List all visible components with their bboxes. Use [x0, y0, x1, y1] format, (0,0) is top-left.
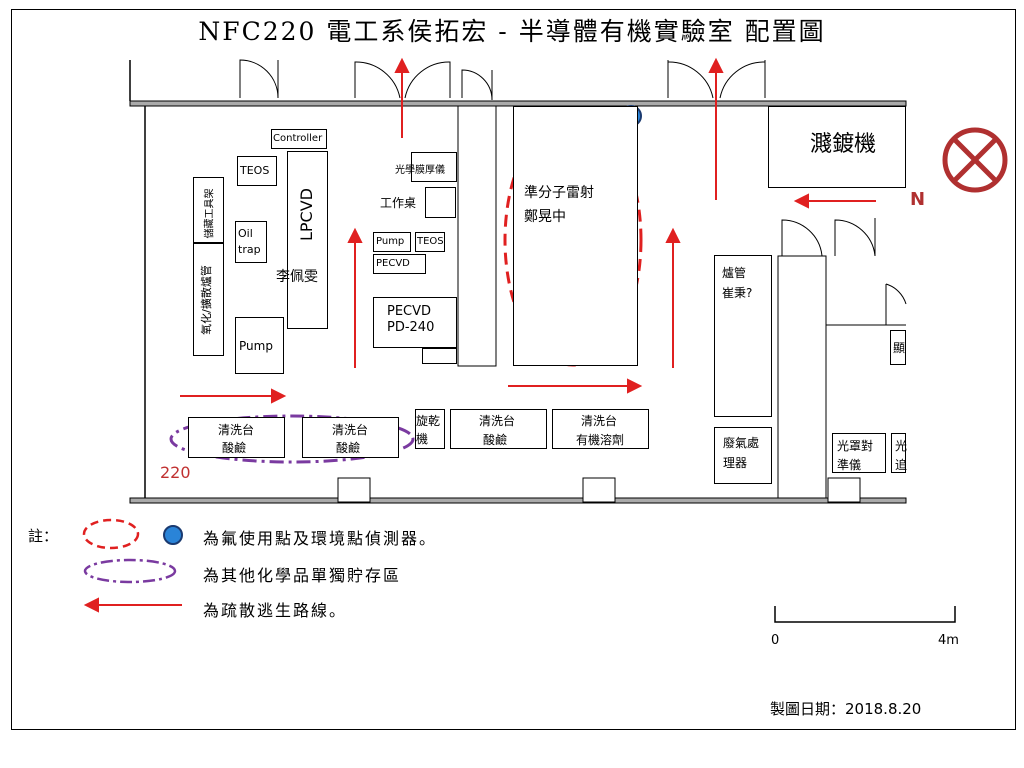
north-label: N — [910, 189, 926, 210]
laser-label-2: 鄭晃中 — [524, 209, 566, 225]
wet-bench-3-label-2: 酸鹼 — [483, 433, 508, 447]
sputter-box — [768, 106, 906, 188]
pecvd-label-1: PECVD — [387, 304, 432, 319]
note-label: 註： — [28, 527, 59, 545]
spin-dryer-label-1: 旋乾 — [416, 414, 441, 428]
room-number: 220 — [160, 463, 191, 482]
teos-left-box — [237, 156, 277, 186]
wet-bench-4-label-1: 清洗台 — [581, 414, 618, 428]
wet-bench-3 — [450, 409, 547, 449]
aligner-box — [832, 433, 886, 473]
furnace-box — [714, 255, 772, 417]
tool-cabinet-box — [193, 177, 224, 243]
edge-box-2 — [890, 330, 906, 365]
pump-left-box — [235, 317, 284, 374]
lpcvd-owner-label: 李佩雯 — [276, 269, 318, 285]
pecvd-small-box — [373, 254, 426, 274]
oil-trap-label-2: trap — [238, 243, 261, 256]
teos-left-label: TEOS — [240, 164, 270, 177]
laser-label-1: 準分子雷射 — [524, 185, 594, 201]
workbench-label: 工作桌 — [380, 196, 417, 210]
photoresist-box — [411, 152, 457, 182]
edge-label-1: 光 — [895, 439, 908, 453]
lpcvd-box — [287, 151, 328, 329]
scale-start: 0 — [771, 633, 780, 648]
lpcvd-label: LPCVD — [297, 188, 316, 241]
pump-mid-label: Pump — [376, 236, 405, 247]
laser-box — [513, 106, 638, 366]
edge-label-3: 顯 — [893, 341, 906, 355]
wet-bench-3-label-1: 清洗台 — [479, 414, 516, 428]
pecvd-small-label: PECVD — [376, 258, 410, 269]
pump-left-label: Pump — [239, 339, 273, 353]
controller-box — [271, 129, 327, 149]
wet-bench-1-label-2: 酸鹼 — [222, 441, 247, 455]
spin-dryer-box — [415, 409, 445, 449]
controller-label: Controller — [273, 133, 323, 144]
tool-cabinet-label: 儲藏工具架 — [204, 188, 216, 239]
wet-bench-4-label-2: 有機溶劑 — [576, 433, 625, 447]
sputter-label: 濺鍍機 — [810, 132, 877, 157]
edge-box — [891, 433, 906, 473]
pecvd-attachment — [422, 348, 457, 364]
aligner-label-1: 光罩對 — [837, 439, 874, 453]
spin-dryer-label-2: 機 — [416, 432, 429, 446]
pecvd-label-2: PD-240 — [387, 320, 435, 335]
legend-item-detector: 為氟使用點及環境點偵測器。 — [203, 529, 438, 548]
legend-item-chemical: 為其他化學品單獨貯存區 — [203, 566, 402, 585]
wet-bench-2-label-1: 清洗台 — [332, 423, 369, 437]
workbench-box — [425, 187, 456, 218]
drawing-date: 製圖日期：2018.8.20 — [770, 700, 922, 718]
map-frame — [11, 9, 1016, 730]
gas-cabinet-box — [193, 243, 224, 356]
scrubber-box — [714, 427, 772, 484]
furnace-label-1: 爐管 — [722, 266, 747, 280]
furnace-label-2: 崔秉? — [722, 286, 753, 300]
legend-item-evacuation: 為疏散逃生路線。 — [203, 601, 348, 620]
oil-trap-label-1: Oil — [238, 227, 253, 240]
scale-end: 4m — [938, 633, 959, 648]
teos-mid-label: TEOS — [417, 236, 444, 247]
scrubber-label-1: 廢氣處 — [723, 436, 760, 450]
wet-bench-2-label-2: 酸鹼 — [336, 441, 361, 455]
page-title: NFC220 電工系侯拓宏 - 半導體有機實驗室 配置圖 — [198, 17, 826, 46]
edge-label-2: 追 — [895, 458, 908, 472]
teos-mid-box — [415, 232, 445, 252]
photoresist-label: 光學膜厚儀 — [395, 165, 445, 176]
pecvd-box — [373, 297, 457, 348]
wet-bench-1-label-1: 清洗台 — [218, 423, 255, 437]
scrubber-label-2: 理器 — [723, 456, 748, 470]
wet-bench-4 — [552, 409, 649, 449]
wet-bench-1 — [188, 417, 285, 458]
oil-trap-box — [235, 221, 267, 263]
wet-bench-2 — [302, 417, 399, 458]
pump-mid-box — [373, 232, 411, 252]
aligner-label-2: 準儀 — [837, 458, 862, 472]
gas-cabinet-label: 氧化/擴散爐管 — [199, 265, 213, 335]
